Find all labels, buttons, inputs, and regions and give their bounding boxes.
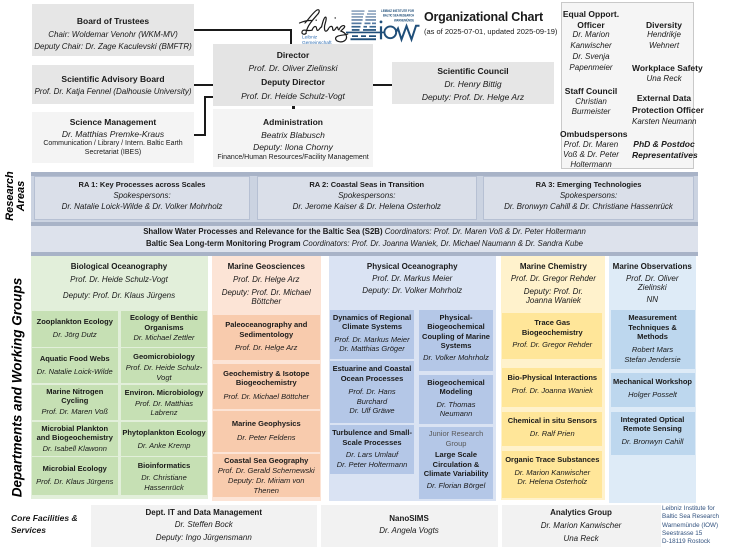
svg-text:Leibniz: Leibniz: [302, 35, 318, 41]
svg-text:LEIBNIZ INSTITUTE FOR: LEIBNIZ INSTITUTE FOR: [381, 9, 414, 13]
svg-text:Gemeinschaft: Gemeinschaft: [302, 40, 332, 45]
svg-text:WARNEMÜNDE: WARNEMÜNDE: [394, 18, 414, 23]
svg-text:BALTIC SEA RESEARCH: BALTIC SEA RESEARCH: [383, 14, 414, 18]
